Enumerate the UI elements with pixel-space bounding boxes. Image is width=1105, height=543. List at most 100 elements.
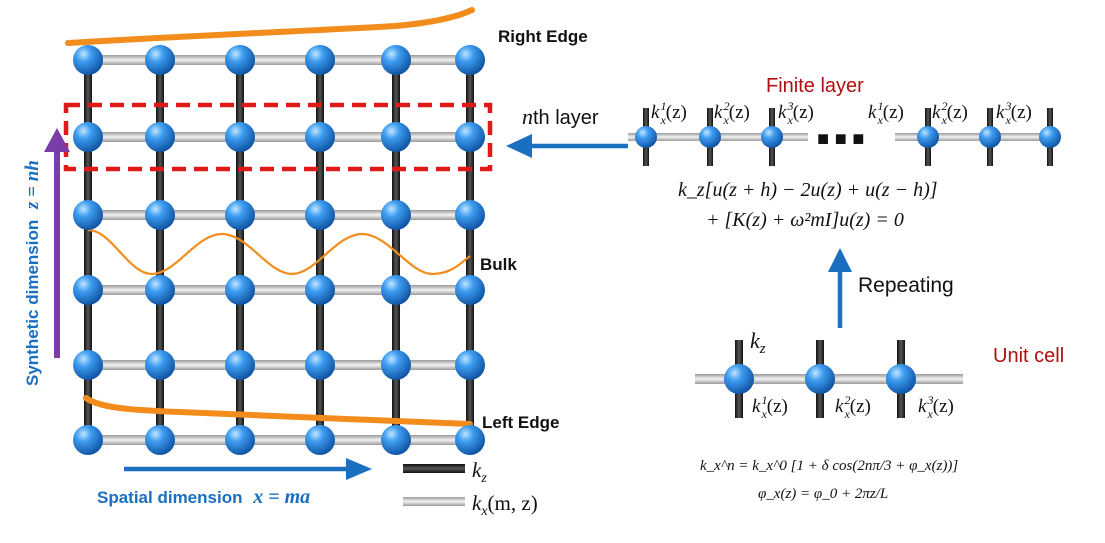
kx-spring-horizontal [88,210,470,220]
lattice-node [225,122,255,152]
synthetic-axis-arrowhead [44,128,70,152]
lattice-node [225,350,255,380]
synthetic-axis-label: Synthetic dimension [23,220,42,386]
lattice-vertical-springs [84,60,474,440]
lattice-node [381,122,411,152]
kz-spring-vertical [236,60,244,440]
finite-layer-node [761,126,783,148]
equation-line-2: + [K(z) + ω²mI]u(z) = 0 [706,209,904,231]
lattice-node [455,350,485,380]
lattice-node [73,350,103,380]
lattice-node [145,425,175,455]
finite-layer-node [917,126,939,148]
spatial-axis-arrowhead [346,458,372,480]
lattice-node [455,45,485,75]
legend-kz-label: kz [472,458,487,486]
nth-layer-arrowhead [506,134,532,158]
kz-spring-vertical [316,60,324,440]
lattice-node [381,425,411,455]
kx-formula-line-2: φ_x(z) = φ_0 + 2πz/L [758,486,888,502]
bulk-mode-curve [87,228,471,276]
lattice-node [305,122,335,152]
spatial-axis-math: x = ma [252,486,310,508]
bulk-label: Bulk [480,255,517,274]
repeating-label: Repeating [858,274,954,297]
nth-layer-highlight-box [63,102,493,172]
lattice-node [145,122,175,152]
lattice-node [381,200,411,230]
finite-layer-node [699,126,721,148]
lattice-node [225,275,255,305]
finite-layer-node [1039,126,1061,148]
lattice-node [381,350,411,380]
kx-spring-horizontal [88,285,470,295]
kz-spring-vertical [156,60,164,440]
lattice-node [225,200,255,230]
finite-layer-kx-spring [895,133,1055,141]
lattice-node [305,45,335,75]
spatial-axis-label: Spatial dimension [97,488,242,507]
kz-spring-vertical [84,60,92,440]
lattice-node [305,275,335,305]
unit-cell-node [886,364,916,394]
unit-cell-title: Unit cell [993,345,1064,367]
finite-layer-node [635,126,657,148]
lattice-node [455,275,485,305]
left-edge-label: Left Edge [482,413,559,432]
lattice-node [305,200,335,230]
kx-spring-horizontal [88,55,470,65]
legend-kz-swatch [403,464,465,473]
lattice-node [73,122,103,152]
lattice-node [73,425,103,455]
lattice-node [455,200,485,230]
lattice-horizontal-springs [88,55,470,445]
lattice-node [381,275,411,305]
right-edge-label: Right Edge [498,27,588,46]
finite-layer-title: Finite layer [766,75,864,97]
legend-kx-swatch [403,497,465,506]
lattice-node [73,275,103,305]
spatial-axis-label-text: Spatial dimension x = ma [97,486,310,508]
legend-kx-label: kx(m, z) [472,491,538,519]
equation-line-1: k_z[u(z + h) − 2u(z) + u(z − h)] [678,179,938,201]
lattice-nodes [73,45,485,455]
repeating-arrowhead [828,248,852,272]
lattice-node [145,45,175,75]
unit-cell-chain [695,340,963,418]
unit-cell-node [805,364,835,394]
left-edge-mode-curve [83,395,473,427]
kx-formula-line-1: k_x^n = k_x^0 [1 + δ cos(2nπ/3 + φ_x(z))… [700,458,958,474]
lattice-node [145,350,175,380]
finite-layer-node [979,126,1001,148]
kx-spring-horizontal [88,435,470,445]
lattice-node [305,425,335,455]
lattice-node [455,425,485,455]
lattice-node [381,45,411,75]
unit-cell-kz-label: kz [750,328,766,357]
lattice-node [225,45,255,75]
svg-text:Synthetic dimension z =: Synthetic dimension z = nh [22,160,43,386]
lattice-node [73,200,103,230]
nth-layer-label: nth layer [522,104,599,129]
kz-spring-vertical [392,60,400,440]
lattice-node [145,275,175,305]
right-edge-mode-curve [65,7,475,46]
kx-spring-horizontal [88,132,470,142]
synthetic-axis-label-group: Synthetic dimension z = nh [22,160,43,386]
kx-spring-horizontal [88,360,470,370]
lattice-node [305,350,335,380]
lattice-node [225,425,255,455]
lattice-node [73,45,103,75]
lattice-node [455,122,485,152]
